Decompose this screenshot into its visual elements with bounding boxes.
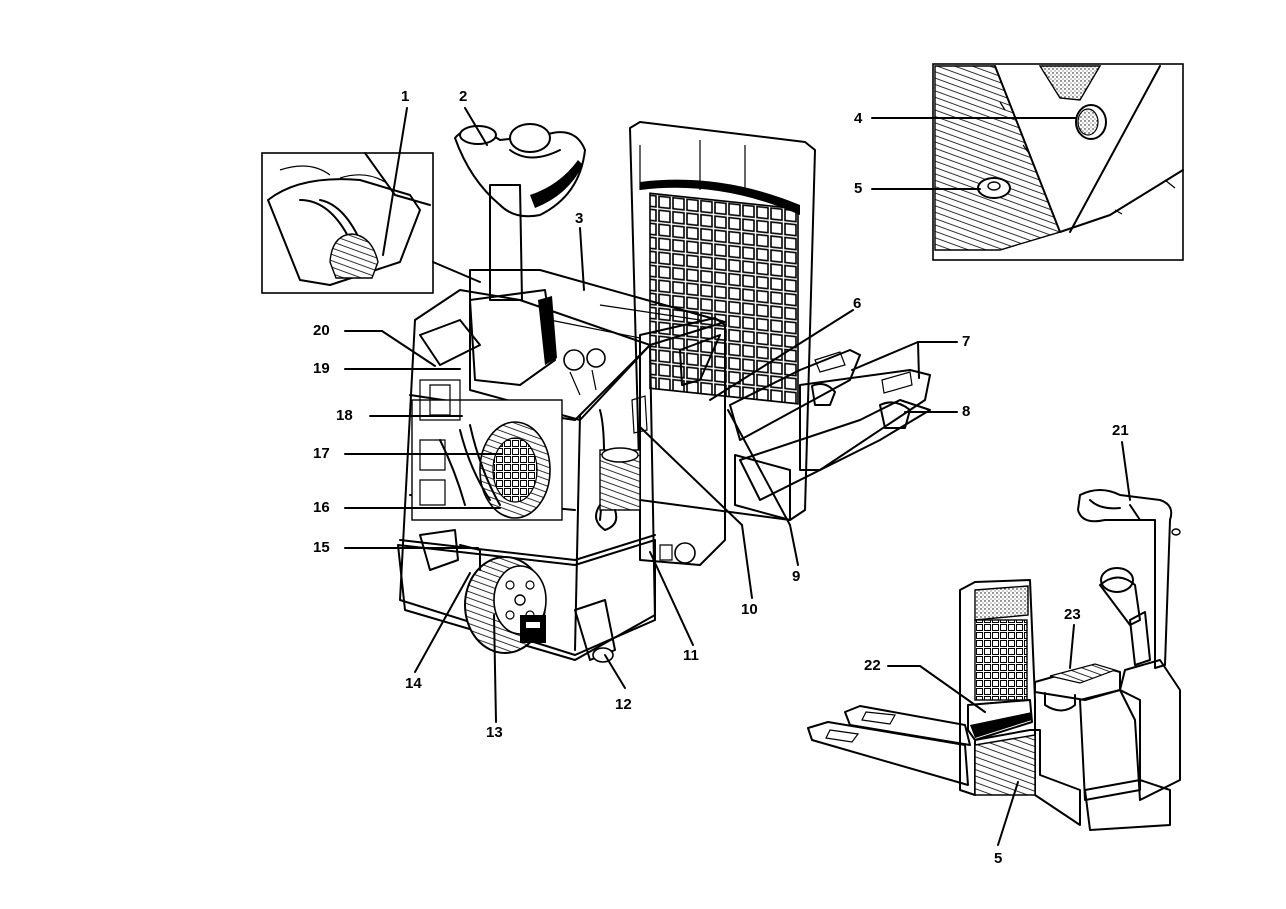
callout-2: 2: [459, 88, 468, 105]
callout-7: 7: [962, 333, 971, 350]
callout-4: 4: [854, 110, 863, 127]
callout-17: 17: [313, 445, 330, 462]
callout-15: 15: [313, 539, 330, 556]
callout-18: 18: [336, 407, 353, 424]
callout-8: 8: [962, 403, 971, 420]
callout-3: 3: [575, 210, 584, 227]
callout-21: 21: [1112, 422, 1129, 439]
inset-detail-1: [261, 152, 481, 294]
inset-detail-2: [932, 63, 1184, 261]
callout-16: 16: [313, 499, 330, 516]
leader-lines: [344, 107, 1131, 846]
callout-10: 10: [741, 601, 758, 618]
callout-5: 5: [854, 180, 863, 197]
callout-22: 22: [864, 657, 881, 674]
callout-14: 14: [405, 675, 422, 692]
callout-6: 6: [853, 295, 862, 312]
callout-13: 13: [486, 724, 503, 741]
callout-9: 9: [792, 568, 801, 585]
callout-5-bottom: 5: [994, 850, 1003, 867]
main-truck: [397, 121, 931, 663]
callout-11: 11: [683, 647, 699, 664]
callout-23: 23: [1064, 606, 1081, 623]
small-truck: [807, 489, 1181, 831]
callout-1: 1: [401, 88, 410, 105]
callout-19: 19: [313, 360, 330, 377]
callout-12: 12: [615, 696, 632, 713]
callout-20: 20: [313, 322, 330, 339]
